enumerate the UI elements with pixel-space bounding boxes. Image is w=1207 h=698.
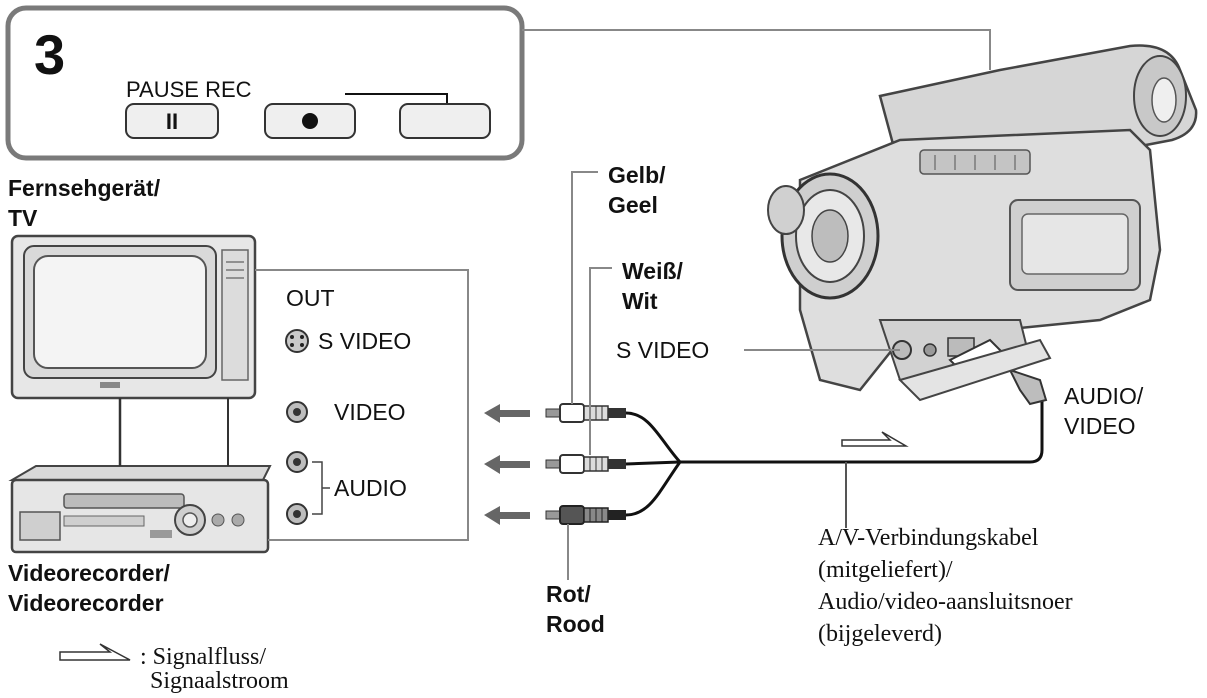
arrow-left-icon: [484, 455, 530, 474]
tv-illustration: [10, 234, 257, 400]
audio-jack-left-icon: [286, 451, 308, 473]
video-jack-icon: [286, 401, 308, 423]
tv-label-line2: TV: [8, 205, 38, 231]
signal-flow-arrow-icon: [841, 431, 909, 447]
av-jack-label-line1: AUDIO/: [1064, 383, 1144, 409]
white-plug: [545, 454, 626, 474]
red-label-line2: Rood: [546, 611, 605, 637]
pause-icon: II: [166, 109, 178, 134]
yellow-plug: [545, 403, 626, 423]
record-button[interactable]: [264, 103, 356, 139]
yellow-label-line2: Geel: [608, 192, 658, 218]
white-leader-line: [589, 267, 612, 455]
arrow-left-icon: [484, 506, 530, 525]
audio-jack-right-icon: [286, 503, 308, 525]
yellow-leader-line: [571, 171, 598, 404]
step-panel: 3 PAUSE REC II: [5, 5, 525, 161]
step-number: 3: [34, 23, 65, 86]
legend-line2: Signaalstroom: [150, 668, 289, 693]
yellow-label-line1: Gelb/: [608, 162, 666, 188]
red-label-line1: Rot/: [546, 581, 591, 607]
pause-button[interactable]: II: [125, 103, 219, 139]
vcr-illustration: [8, 465, 272, 554]
s-video-jack-icon: [285, 329, 309, 353]
cable-label-line4: (bijgeleverd): [818, 621, 942, 647]
arrow-left-icon: [484, 404, 530, 423]
panel-connector-line: [522, 29, 991, 70]
audio-bracket: [312, 461, 330, 515]
record-icon: [302, 113, 318, 129]
av-cable: [625, 400, 1044, 517]
jack-panel: [255, 269, 469, 541]
red-plug: [545, 505, 626, 525]
camcorder-illustration: [767, 44, 1198, 406]
cable-label-line2: (mitgeliefert)/: [818, 557, 953, 583]
out-label: OUT: [286, 285, 335, 311]
audio-jack-label: AUDIO: [334, 475, 407, 501]
cable-label-line3: Audio/video-aansluitsnoer: [818, 589, 1073, 615]
white-label-line1: Weiß/: [622, 258, 684, 284]
camcorder-s-video-label: S VIDEO: [616, 337, 709, 363]
cable-label-line1: A/V-Verbindungskabel: [818, 525, 1039, 551]
vcr-label-line2: Videorecorder: [8, 590, 164, 616]
vcr-label-line1: Videorecorder/: [8, 560, 171, 586]
s-video-jack-label: S VIDEO: [318, 328, 411, 354]
av-jack-label-line2: VIDEO: [1064, 413, 1136, 439]
blank-button[interactable]: [399, 103, 491, 139]
pause-rec-label: PAUSE REC: [126, 77, 252, 102]
white-label-line2: Wit: [622, 288, 658, 314]
signal-flow-legend-icon: [59, 643, 131, 661]
legend-line1: : Signalfluss/: [140, 644, 266, 670]
video-jack-label: VIDEO: [334, 399, 406, 425]
tv-label-line1: Fernsehgerät/: [8, 175, 161, 201]
